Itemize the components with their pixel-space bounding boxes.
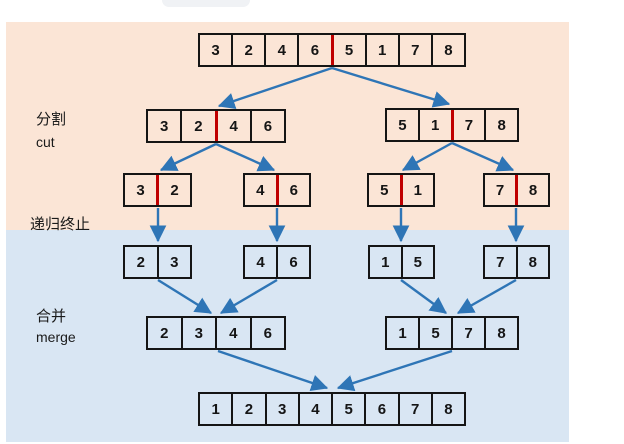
split-merge-arrow: [217, 349, 329, 391]
merge-phase-label-en: merge: [36, 329, 76, 345]
split-merge-arrow: [219, 278, 278, 315]
split-merge-arrow: [451, 141, 515, 172]
split-merge-arrow: [456, 278, 517, 315]
top-tab-shape: [162, 0, 250, 7]
split-phase-label-zh: 分割: [36, 111, 67, 128]
arrow-group: [149, 66, 525, 392]
split-phase-label-en: cut: [36, 134, 55, 150]
split-merge-arrow: [157, 278, 213, 315]
split-merge-arrow: [401, 141, 453, 172]
split-merge-arrow: [215, 142, 276, 172]
split-phase-band: [6, 22, 569, 230]
merge-phase-label-zh: 合并: [36, 308, 67, 325]
split-merge-arrow: [159, 142, 217, 172]
split-merge-arrow: [331, 66, 451, 108]
merge-phase-band: [6, 230, 569, 442]
recursion-end-label: 递归终止: [30, 216, 91, 233]
split-merge-arrow: [400, 279, 447, 314]
split-merge-arrow: [336, 349, 453, 392]
split-merge-arrow: [217, 66, 333, 109]
